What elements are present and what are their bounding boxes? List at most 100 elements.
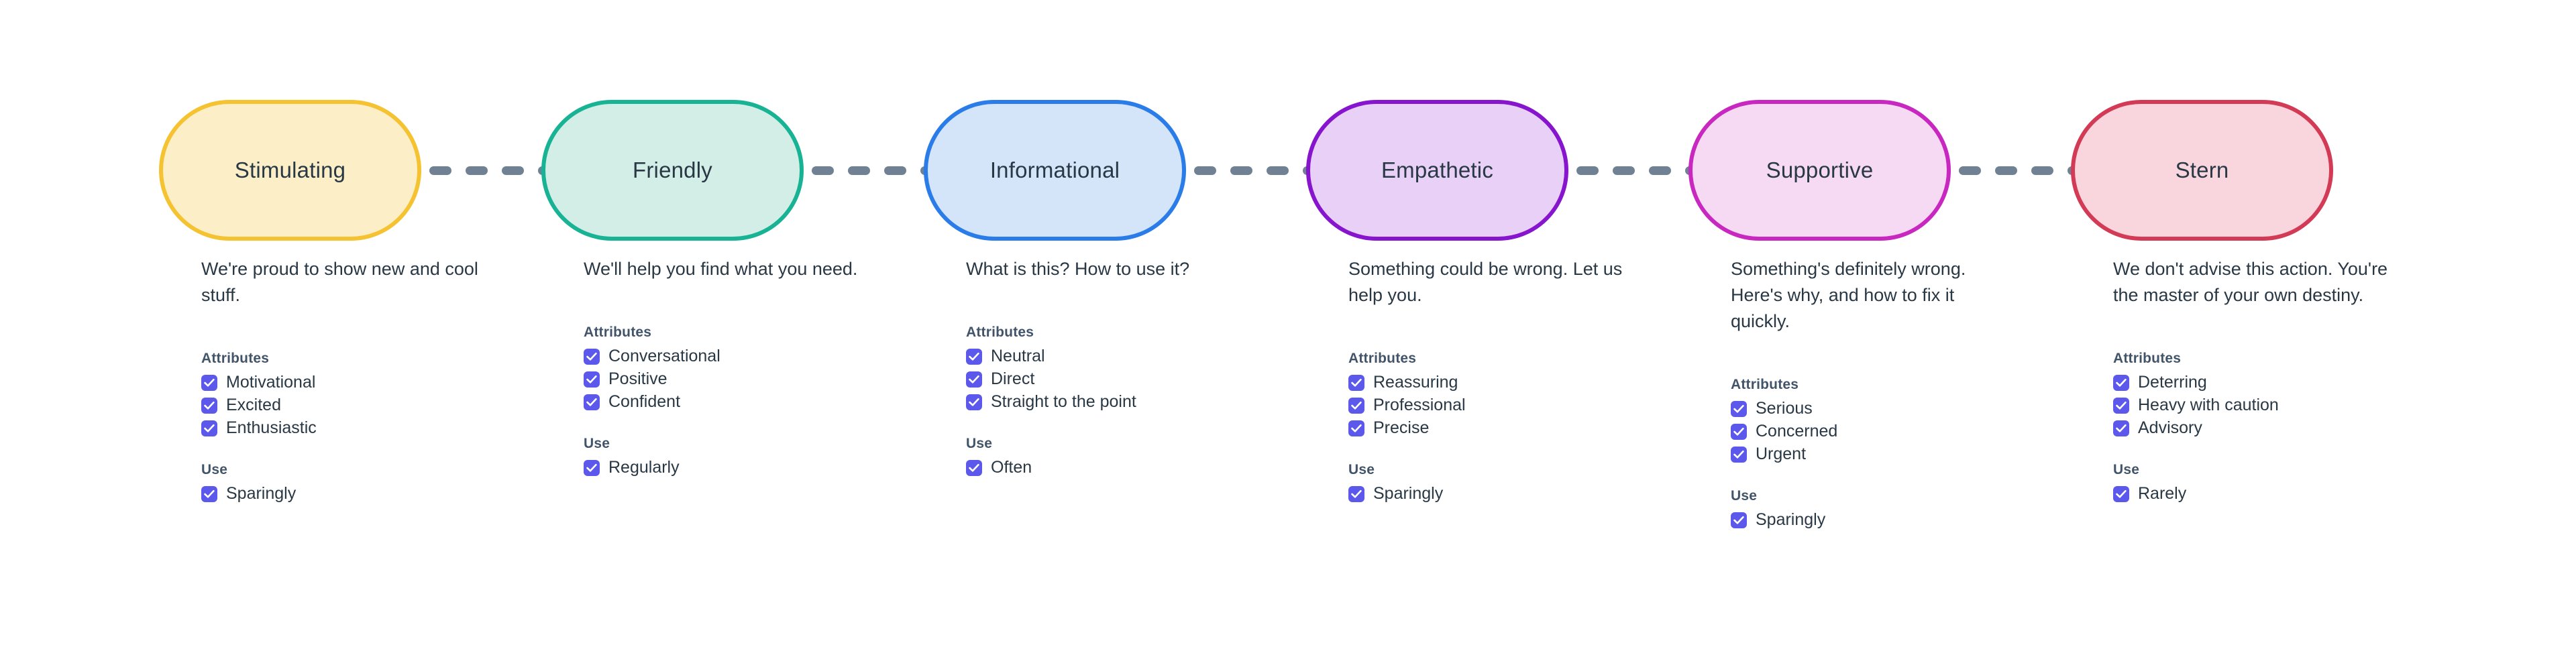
use-item-label: Often xyxy=(991,458,1032,477)
checkbox-checked-icon[interactable] xyxy=(201,485,217,502)
attrs-group-title: Attributes xyxy=(201,351,270,366)
stage-slot: Friendly xyxy=(541,100,943,241)
stage-description: What is this? How to use it? xyxy=(966,259,1190,279)
connector-dash xyxy=(1267,166,1289,175)
checkbox-checked-icon[interactable] xyxy=(584,394,600,410)
attrs-checkbox-item[interactable]: Conversational xyxy=(584,348,966,365)
use-checkbox-item[interactable]: Rarely xyxy=(2113,485,2496,502)
checkbox-checked-icon[interactable] xyxy=(1348,397,1364,414)
use-group-title: Use xyxy=(584,436,610,451)
tone-pill-stimulating[interactable]: Stimulating xyxy=(159,100,421,241)
checkbox-checked-icon[interactable] xyxy=(966,394,982,410)
checkbox-checked-icon[interactable] xyxy=(2113,485,2129,502)
attrs-checkbox-item[interactable]: Heavy with caution xyxy=(2113,397,2496,414)
checkbox-checked-icon[interactable] xyxy=(1731,400,1747,417)
tone-pill-stern[interactable]: Stern xyxy=(2071,100,2333,241)
connector-dash xyxy=(1959,166,1981,175)
tone-pill-label: Stern xyxy=(2175,158,2229,182)
checkmark-icon xyxy=(969,398,979,406)
attrs-checkbox-item[interactable]: Professional xyxy=(1348,397,1731,414)
checkbox-checked-icon[interactable] xyxy=(201,374,217,391)
checkbox-checked-icon[interactable] xyxy=(966,348,982,365)
checkbox-checked-icon[interactable] xyxy=(1731,423,1747,440)
stage-slot: Empathetic xyxy=(1306,100,1707,241)
attrs-checkbox-item[interactable]: Positive xyxy=(584,371,966,388)
checkbox-checked-icon[interactable] xyxy=(1731,446,1747,463)
tone-pill-empathetic[interactable]: Empathetic xyxy=(1306,100,1568,241)
use-item-label: Regularly xyxy=(608,458,680,477)
use-checkbox-item[interactable]: Regularly xyxy=(584,459,966,476)
attrs-checkbox-item[interactable]: Concerned xyxy=(1731,423,2113,440)
use-checkbox-item[interactable]: Sparingly xyxy=(1348,485,1731,502)
attrs-item-label: Precise xyxy=(1373,418,1430,437)
checkmark-icon xyxy=(1733,516,1744,524)
checkbox-checked-icon[interactable] xyxy=(2113,420,2129,436)
use-checkbox-item[interactable]: Sparingly xyxy=(1731,512,2113,528)
attrs-checkbox-item[interactable]: Confident xyxy=(584,394,966,410)
checkbox-checked-icon[interactable] xyxy=(584,348,600,365)
use-checkbox-item[interactable]: Sparingly xyxy=(201,485,584,502)
attrs-checkbox-item[interactable]: Reassuring xyxy=(1348,374,1731,391)
attrs-checkbox-item[interactable]: Motivational xyxy=(201,374,584,391)
checkbox-checked-icon[interactable] xyxy=(584,371,600,388)
attrs-item-label: Urgent xyxy=(1756,445,1807,463)
checkmark-icon xyxy=(204,424,215,432)
checkbox-checked-icon[interactable] xyxy=(1348,420,1364,436)
attrs-item-label: Deterring xyxy=(2138,373,2207,392)
checkbox-checked-icon[interactable] xyxy=(2113,374,2129,391)
attrs-checkbox-item[interactable]: Excited xyxy=(201,397,584,414)
attrs-checkbox-item[interactable]: Enthusiastic xyxy=(201,420,584,436)
checkmark-icon xyxy=(969,463,979,472)
checkbox-checked-icon[interactable] xyxy=(201,420,217,436)
connector-dash xyxy=(1995,166,2017,175)
attrs-checkbox-item[interactable]: Precise xyxy=(1348,420,1731,436)
checkmark-icon xyxy=(2116,378,2127,387)
attrs-item-label: Straight to the point xyxy=(991,392,1136,411)
attrs-checkbox-item[interactable]: Advisory xyxy=(2113,420,2496,436)
connector-dash xyxy=(812,166,834,175)
checkbox-checked-icon[interactable] xyxy=(1731,512,1747,528)
checkmark-icon xyxy=(586,375,597,384)
attrs-checkbox-item[interactable]: Direct xyxy=(966,371,1348,388)
stage-slot: Stimulating xyxy=(159,100,560,241)
connector-dash xyxy=(2031,166,2053,175)
attrs-group-title: Attributes xyxy=(1731,377,1799,392)
attrs-checkbox-item[interactable]: Neutral xyxy=(966,348,1348,365)
use-group-title: Use xyxy=(966,436,993,451)
tone-pill-friendly[interactable]: Friendly xyxy=(541,100,804,241)
checkbox-checked-icon[interactable] xyxy=(584,459,600,476)
checkmark-icon xyxy=(1733,427,1744,436)
tone-pill-informational[interactable]: Informational xyxy=(924,100,1186,241)
connector-dash xyxy=(884,166,906,175)
dashed-connector xyxy=(1194,166,1325,175)
checkmark-icon xyxy=(2116,401,2127,410)
use-checkbox-item[interactable]: Often xyxy=(966,459,1348,476)
connector-dash xyxy=(1649,166,1671,175)
checkmark-icon xyxy=(1351,378,1362,387)
attrs-checkbox-item[interactable]: Deterring xyxy=(2113,374,2496,391)
attrs-item-label: Motivational xyxy=(226,373,316,392)
checkbox-checked-icon[interactable] xyxy=(1348,374,1364,391)
checkbox-checked-icon[interactable] xyxy=(966,459,982,476)
attrs-checkbox-item[interactable]: Urgent xyxy=(1731,446,2113,463)
checkmark-icon xyxy=(204,378,215,387)
attrs-checkbox-item[interactable]: Serious xyxy=(1731,400,2113,417)
tone-pill-label: Friendly xyxy=(633,158,712,182)
use-item-label: Sparingly xyxy=(226,484,297,503)
checkbox-checked-icon[interactable] xyxy=(2113,397,2129,414)
checkbox-checked-icon[interactable] xyxy=(966,371,982,388)
connector-dash xyxy=(502,166,524,175)
use-item-label: Sparingly xyxy=(1373,484,1444,503)
checkbox-checked-icon[interactable] xyxy=(1348,485,1364,502)
attrs-checkbox-item[interactable]: Straight to the point xyxy=(966,394,1348,410)
tone-pill-supportive[interactable]: Supportive xyxy=(1688,100,1951,241)
checkbox-checked-icon[interactable] xyxy=(201,397,217,414)
